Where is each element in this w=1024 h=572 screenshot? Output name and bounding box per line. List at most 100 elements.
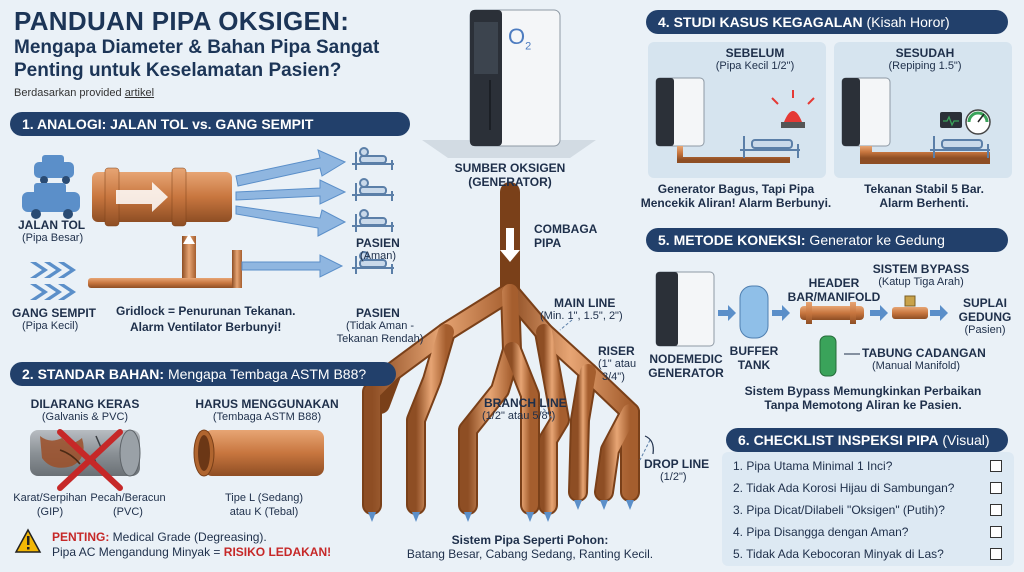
section-2-title-rest: Mengapa Tembaga ASTM B88?	[164, 366, 367, 382]
harus-label: HARUS MENGGUNAKAN	[195, 397, 339, 411]
after-caption-1: Tekanan Stabil 5 Bar.	[864, 182, 984, 196]
after-caption-2: Alarm Berhenti.	[879, 196, 969, 210]
mini-generator-after	[841, 77, 891, 147]
source-prefix: Berdasarkan provided	[14, 87, 122, 99]
pipa-kecil-label: (Pipa Kecil)	[22, 320, 79, 332]
checklist-item: 4. Pipa Disangga dengan Aman?	[733, 525, 909, 539]
subtitle-line-1: Mengapa Diameter & Bahan Pipa Sangat	[14, 37, 380, 58]
section-4-header: 4. STUDI KASUS KEGAGALAN (Kisah Horor)	[646, 10, 1008, 34]
pecah-line-2: (PVC)	[113, 506, 143, 518]
suplai-line-1: SUPLAI	[962, 296, 1007, 310]
karat-line-1: Karat/Serpihan	[13, 492, 87, 504]
backup-cylinder	[819, 322, 837, 377]
checklist-card	[722, 452, 1014, 566]
sesudah-sub: (Repiping 1.5")	[888, 60, 962, 72]
pasien-safe-label: PASIEN	[356, 236, 400, 250]
checkbox[interactable]	[990, 526, 1002, 538]
main-line-sub: (Min. 1", 1.5", 2")	[540, 310, 623, 322]
chevron-arrows-icon	[30, 262, 76, 300]
checklist-item: 1. Pipa Utama Minimal 1 Inci?	[733, 459, 893, 473]
section-6-header: 6. CHECKLIST INSPEKSI PIPA (Visual)	[726, 428, 1008, 452]
main-line-label: MAIN LINE	[554, 296, 616, 310]
thick-pipe	[860, 146, 990, 164]
tree-caption-1: Sistem Pipa Seperti Pohon:	[451, 533, 609, 547]
source-link[interactable]: artikel	[124, 87, 155, 99]
tipe-line-2: atau K (Tebal)	[229, 506, 299, 518]
checkbox[interactable]	[990, 460, 1002, 472]
monitor-icon	[940, 112, 962, 128]
checklist-item: 3. Pipa Dicat/Dilabeli "Oksigen" (Putih)…	[733, 503, 945, 517]
pasien-unsafe-label: PASIEN	[356, 306, 400, 320]
riser-label: RISER	[598, 344, 635, 358]
tidak-aman-line-1: (Tidak Aman -	[345, 320, 415, 332]
car-icon	[34, 155, 74, 184]
thin-pipe	[677, 146, 790, 163]
cross-icon	[57, 429, 123, 491]
suplai-line-3: (Pasien)	[964, 324, 1006, 336]
header-manifold	[800, 302, 864, 324]
tabung-sub: (Manual Manifold)	[872, 360, 961, 372]
drop-line-label: DROP LINE	[644, 457, 710, 471]
page-title: PANDUAN PIPA OKSIGEN:	[14, 6, 350, 36]
page-subtitle: Mengapa Diameter & Bahan Pipa Sangat Pen…	[14, 36, 379, 82]
suplai-line-2: GEDUNG	[958, 310, 1012, 324]
pipe-flow-arrows	[500, 228, 520, 262]
patient-bed-icon	[352, 209, 394, 232]
checkbox[interactable]	[990, 482, 1002, 494]
penting-text: Medical Grade (Degreasing).	[109, 530, 267, 544]
riser-line-2: 3/4")	[602, 371, 625, 383]
buffer-line-1: BUFFER	[729, 344, 779, 358]
before-caption-2: Mencekik Aliran! Alarm Berbunyi.	[640, 196, 832, 210]
subtitle-line-2: Penting untuk Keselamatan Pasien?	[14, 60, 342, 81]
buffer-tank	[739, 285, 769, 339]
dilarang-sub: (Galvanis & PVC)	[41, 411, 129, 423]
riser-line-1: (1" atau	[598, 358, 637, 370]
big-pipe	[92, 167, 232, 227]
checkbox[interactable]	[990, 504, 1002, 516]
nodemedic-generator	[655, 271, 715, 347]
drop-line-sub: (1/2")	[660, 471, 687, 483]
section-5-header: 5. METODE KONEKSI: Generator ke Gedung	[646, 228, 1008, 252]
section-5-title-rest: Generator ke Gedung	[805, 232, 945, 248]
gridlock-line-2: Alarm Ventilator Berbunyi!	[130, 320, 282, 334]
buffer-line-2: TANK	[737, 358, 771, 372]
ac-text: Pipa AC Mengandung Minyak =	[52, 545, 224, 559]
label-leaders	[539, 319, 651, 461]
bypass-sub: (Katup Tiga Arah)	[878, 276, 964, 288]
jalan-tol-label: JALAN TOL	[18, 218, 86, 232]
checklist-item: 2. Tidak Ada Korosi Hijau di Sambungan?	[733, 481, 955, 495]
pecah-line-1: Pecah/Beracun	[90, 492, 166, 504]
nodemedic-line-2: GENERATOR	[648, 366, 724, 380]
section-2-header: 2. STANDAR BAHAN: Mengapa Tembaga ASTM B…	[10, 362, 396, 386]
bypass-note-2: Tanpa Memotong Aliran ke Pasien.	[764, 398, 962, 412]
sesudah-label: SESUDAH	[895, 46, 955, 60]
gang-sempit-label: GANG SEMPIT	[12, 306, 97, 320]
penting-note: PENTING: Medical Grade (Degreasing).	[52, 530, 267, 544]
flow-arrows	[235, 149, 347, 278]
risiko-label: RISIKO LEDAKAN!	[223, 545, 332, 559]
o2-sub: 2	[525, 40, 532, 53]
section-6-title-bold: 6. CHECKLIST INSPEKSI PIPA	[738, 432, 939, 448]
bed-icon	[740, 136, 800, 158]
mini-generator-before	[655, 77, 705, 147]
combaga-line-2: PIPA	[534, 236, 562, 250]
bypass-note-1: Sistem Bypass Memungkinkan Perbaikan	[744, 384, 982, 398]
before-caption-1: Generator Bagus, Tapi Pipa	[657, 182, 815, 196]
dilarang-label: DILARANG KERAS	[30, 397, 140, 411]
section-4-title-rest: (Kisah Horor)	[862, 14, 950, 30]
checkbox[interactable]	[990, 548, 1002, 560]
checklist-item: 5. Tidak Ada Kebocoran Minyak di Las?	[733, 547, 944, 561]
tabung-label: TABUNG CADANGAN	[862, 346, 986, 360]
generator-illustration	[422, 9, 596, 158]
tree-caption-2: Batang Besar, Cabang Sedang, Ranting Kec…	[406, 547, 654, 561]
ac-note: Pipa AC Mengandung Minyak = RISIKO LEDAK…	[52, 545, 331, 559]
harus-sub: (Tembaga ASTM B88)	[212, 411, 322, 423]
patient-bed-icon	[352, 147, 394, 170]
sumber-line-2: (GENERATOR)	[468, 175, 552, 189]
source-note: Berdasarkan provided artikel	[14, 87, 154, 99]
gauge-icon	[965, 109, 991, 135]
section-6-title-rest: (Visual)	[938, 432, 990, 448]
warning-icon	[14, 528, 42, 553]
branch-line-sub: (1/2" atau 5/8")	[482, 410, 556, 422]
branch-line-label: BRANCH LINE	[484, 396, 567, 410]
